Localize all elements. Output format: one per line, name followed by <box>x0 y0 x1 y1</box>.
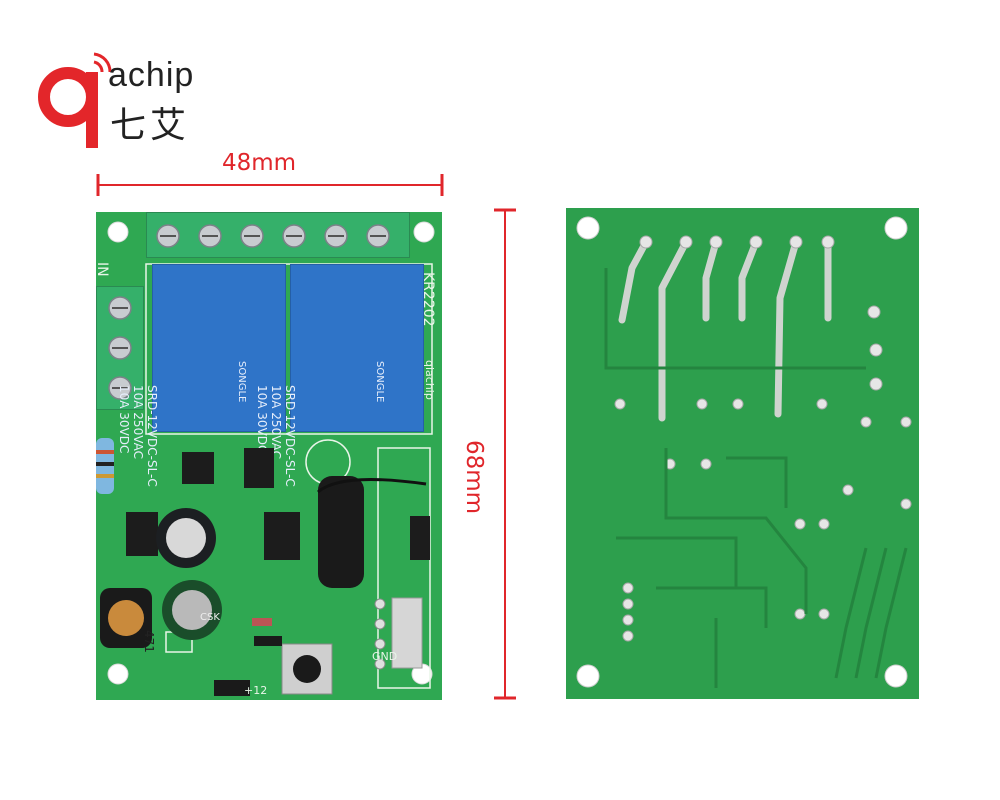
terminal-screws-top <box>156 224 390 248</box>
logo-text-chinese: 七艾 <box>110 105 191 146</box>
relay-1-brand: SONGLE <box>236 361 247 403</box>
input-label: IN <box>94 262 110 277</box>
pcb-front: IN SRD-12VDC-SL-C 10A 250VAC 10A 30VDC S… <box>94 212 442 700</box>
terminal-screws-left <box>108 296 132 400</box>
relay-2: SRD-12VDC-SL-C 10A 250VAC 10A 30VDC SONG… <box>255 264 424 487</box>
logo-q-mark-icon <box>38 52 112 148</box>
brand-logo: achip 七艾 <box>38 42 208 152</box>
pcb-components <box>96 438 430 696</box>
height-dimension-label: 68mm <box>461 440 487 515</box>
relay-1: SRD-12VDC-SL-C 10A 250VAC 10A 30VDC SONG… <box>117 264 286 487</box>
resistor <box>96 438 114 494</box>
model-label: KR2202 <box>420 272 436 327</box>
plus12-label: +12 <box>244 684 268 697</box>
logo-text-latin: achip <box>108 56 195 94</box>
capacitor-label: CSK <box>200 612 220 623</box>
relay-2-brand: SONGLE <box>374 361 385 403</box>
width-dimension-label: 48mm <box>222 150 297 176</box>
terminal-block-top <box>146 212 410 258</box>
side-label: qiachip <box>423 360 436 400</box>
width-dimension-line <box>96 174 444 196</box>
pcb-back-art <box>576 216 912 688</box>
pcb-back <box>566 208 919 699</box>
gnd-label: GND <box>372 650 398 663</box>
inductor-label: 471 <box>142 630 156 653</box>
height-dimension-line <box>494 208 516 700</box>
